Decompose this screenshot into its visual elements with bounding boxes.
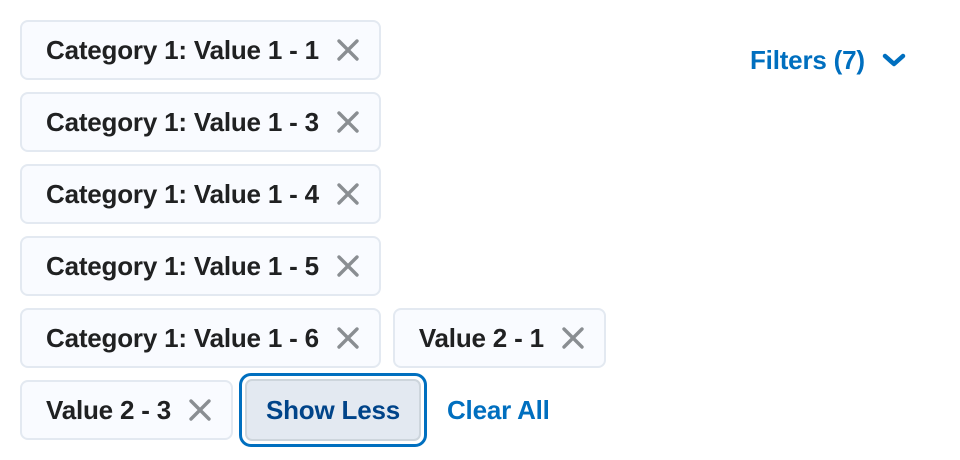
filter-chip: Category 1: Value 1 - 5 — [20, 236, 381, 296]
close-icon[interactable] — [333, 179, 363, 209]
chip-row: Category 1: Value 1 - 4 — [20, 164, 720, 224]
close-icon[interactable] — [333, 35, 363, 65]
filter-chip-label: Value 2 - 1 — [418, 322, 544, 353]
filter-chip-label: Category 1: Value 1 - 1 — [46, 34, 319, 65]
clear-all-button[interactable]: Clear All — [446, 394, 550, 425]
filter-chip: Category 1: Value 1 - 6 — [20, 308, 381, 368]
filter-chip-label: Category 1: Value 1 - 5 — [46, 250, 319, 281]
filter-chip: Value 2 - 3 — [20, 380, 233, 440]
filter-chip: Value 2 - 1 — [392, 308, 606, 368]
filters-dropdown-button[interactable]: Filters (7) — [750, 40, 907, 80]
close-icon[interactable] — [185, 395, 215, 425]
filter-chip: Category 1: Value 1 - 4 — [20, 164, 381, 224]
chevron-down-icon — [881, 51, 907, 69]
chip-row: Category 1: Value 1 - 1 — [20, 20, 720, 80]
filter-chip-label: Category 1: Value 1 - 4 — [46, 178, 319, 209]
close-icon[interactable] — [333, 323, 363, 353]
filter-chip-label: Category 1: Value 1 - 6 — [46, 322, 319, 353]
chip-row: Value 2 - 3 Show Less Clear All — [20, 373, 720, 447]
close-icon[interactable] — [558, 323, 588, 353]
show-less-label: Show Less — [244, 379, 421, 441]
filter-chip-label: Category 1: Value 1 - 3 — [46, 106, 319, 137]
chip-row: Category 1: Value 1 - 3 — [20, 92, 720, 152]
filter-chip-label: Value 2 - 3 — [46, 394, 171, 425]
close-icon[interactable] — [333, 251, 363, 281]
chip-row: Category 1: Value 1 - 6 Value 2 - 1 — [20, 308, 720, 368]
show-less-button[interactable]: Show Less — [238, 373, 427, 447]
chip-row: Category 1: Value 1 - 5 — [20, 236, 720, 296]
filter-chip-list: Category 1: Value 1 - 1 Category 1: Valu… — [20, 20, 720, 447]
filter-chip: Category 1: Value 1 - 1 — [20, 20, 381, 80]
filters-button-label: Filters (7) — [750, 44, 865, 75]
close-icon[interactable] — [333, 107, 363, 137]
filter-chip: Category 1: Value 1 - 3 — [20, 92, 381, 152]
